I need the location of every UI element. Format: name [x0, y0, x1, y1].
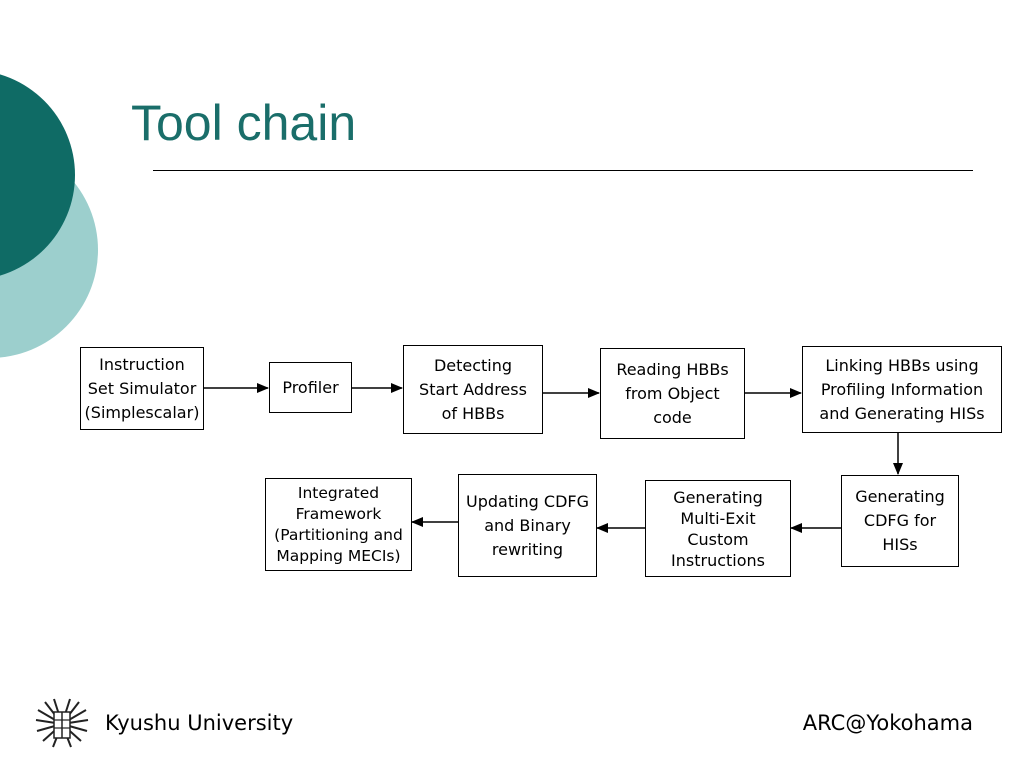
node-instruction-set-simulator: Instruction Set Simulator (Simplescalar) — [80, 347, 204, 430]
node-reading-hbbs: Reading HBBs from Object code — [600, 348, 745, 439]
node-generating-multi-exit: Generating Multi-Exit Custom Instruction… — [645, 480, 791, 577]
node-linking-hbbs: Linking HBBs using Profiling Information… — [802, 346, 1002, 433]
footer-venue: ARC@Yokohama — [802, 711, 973, 735]
slide-title: Tool chain — [131, 95, 357, 151]
decorative-circles — [0, 74, 98, 358]
title-underline — [153, 170, 973, 171]
node-profiler: Profiler — [269, 362, 352, 413]
node-integrated-framework: Integrated Framework (Partitioning and M… — [265, 478, 412, 571]
dark-teal-circle — [0, 74, 75, 276]
node-generating-cdfg: Generating CDFG for HISs — [841, 475, 959, 567]
node-detecting-start-address: Detecting Start Address of HBBs — [403, 345, 543, 434]
footer-university: Kyushu University — [105, 711, 294, 735]
node-updating-cdfg: Updating CDFG and Binary rewriting — [458, 474, 597, 577]
kyushu-university-logo — [35, 698, 89, 748]
